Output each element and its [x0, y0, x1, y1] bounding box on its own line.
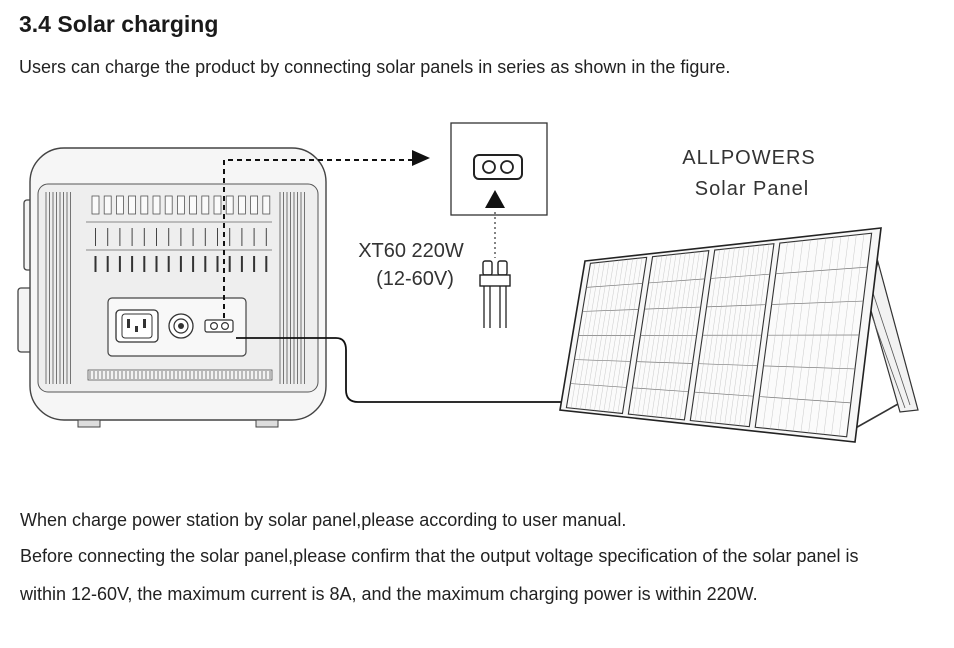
- right-side-vents: [279, 192, 305, 384]
- solar-charging-diagram: ALLPOWERS Solar Panel XT60 220W (12-60V): [17, 122, 919, 443]
- xt60-port-closeup: [450, 122, 548, 216]
- power-station-illustration: [17, 147, 327, 428]
- dc-port-icon: [168, 313, 194, 339]
- note-line-1: When charge power station by solar panel…: [20, 510, 627, 530]
- port-range-label: (12-60V): [376, 268, 454, 290]
- note-line-2: Before connecting the solar panel,please…: [20, 546, 859, 566]
- note-line-3: within 12-60V, the maximum current is 8A…: [20, 584, 758, 604]
- xt60-plug-icon: [479, 260, 511, 328]
- ac-outlet-icon: [115, 309, 159, 343]
- top-vent-slots: [86, 195, 272, 272]
- charging-cable: [236, 337, 562, 403]
- left-side-vents: [45, 192, 71, 384]
- solar-panel-illustration: [559, 227, 919, 443]
- callout-arrow: [223, 150, 430, 318]
- bottom-vent-strip: [89, 371, 271, 379]
- device-xt60-port-icon: [204, 319, 234, 333]
- panel-brand-label: ALLPOWERS: [682, 147, 815, 169]
- section-intro: Users can charge the product by connecti…: [19, 57, 731, 77]
- panel-name-label: Solar Panel: [695, 178, 809, 200]
- section-title: 3.4 Solar charging: [19, 11, 219, 37]
- port-name-label: XT60 220W: [358, 240, 464, 262]
